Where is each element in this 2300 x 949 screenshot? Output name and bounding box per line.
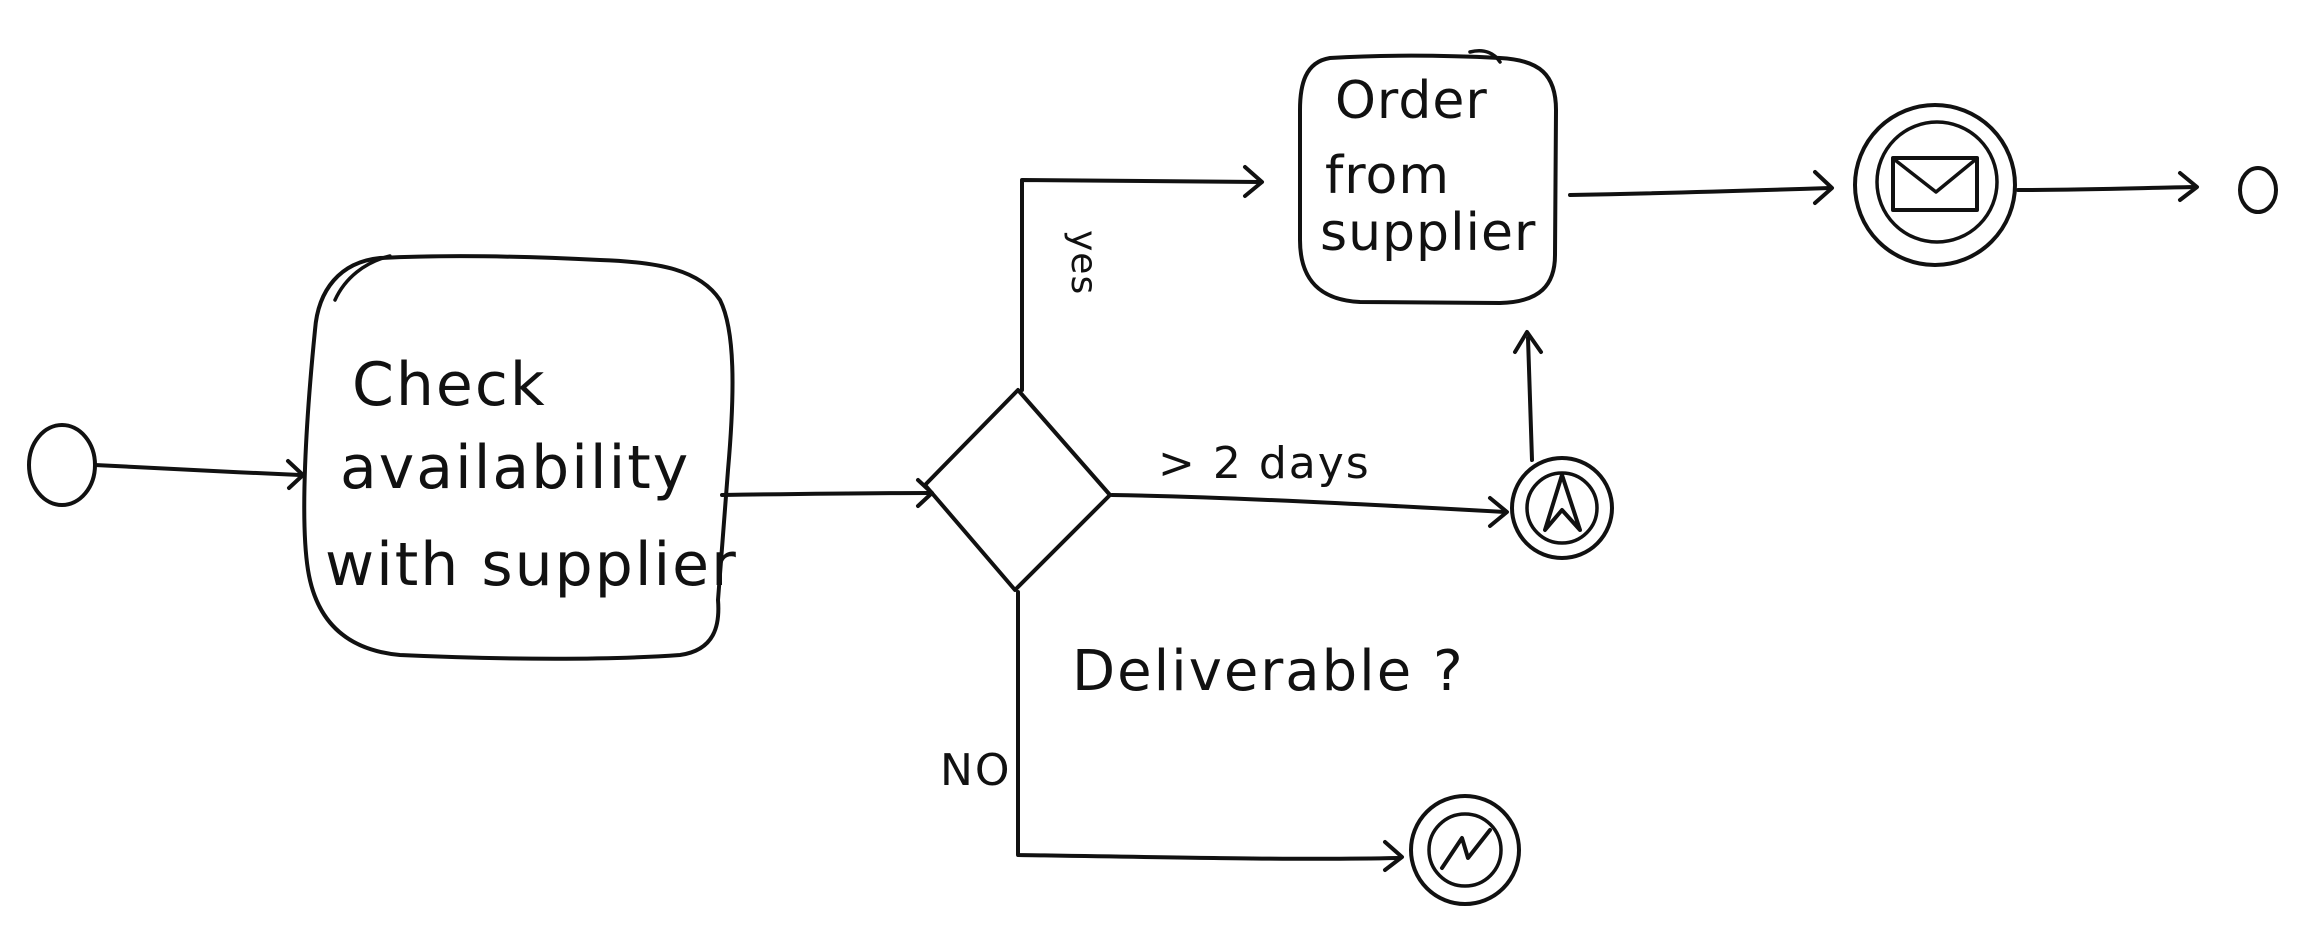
arrowhead-icon [2178,171,2199,202]
flow-order-to-message [1568,186,1832,197]
flow-no [1016,590,1402,861]
flow-yes-to-order [1020,178,1262,392]
check-task-line-1: Check [352,350,547,420]
check-icon [1440,828,1492,870]
arrowhead-icon [1383,840,1404,872]
message-event [1853,103,2017,267]
arrowhead-icon [1813,170,1834,205]
flow-escalation-to-order [1526,336,1534,462]
flow-more-than-2-days-label: > 2 days [1158,438,1371,489]
start-event [27,423,97,507]
message-event-inner [1875,120,1999,244]
task-order-from-supplier [1298,53,1558,305]
arrowhead-icon [1513,330,1543,354]
task-check-availability [302,254,735,661]
task-order-corner-mark [1468,49,1502,64]
flow-yes-label: yes [1063,230,1104,295]
flow-more-than-2-days [1110,493,1507,514]
order-task-line-2: from [1325,146,1450,206]
check-task-line-2: availability [340,433,690,503]
escalation-event [1510,456,1614,560]
escalation-icon [1543,473,1582,532]
arrowhead-icon [1243,165,1264,198]
check-task-line-3: with supplier [325,530,738,600]
end-event [2238,166,2278,214]
envelope-flap-icon [1893,158,1977,194]
gateway-deliverable [923,388,1112,592]
check-event-inner [1427,812,1503,888]
order-task-line-3: supplier [1320,203,1536,263]
flow-start-to-check [93,463,302,477]
check-event [1409,794,1521,906]
order-task-line-1: Order [1335,71,1488,131]
arrowhead-icon [1488,496,1509,528]
flow-message-to-end [2016,185,2197,192]
gateway-label: Deliverable ? [1072,639,1465,704]
task-check-availability-corner-mark [333,254,392,302]
flow-check-to-gateway [720,491,932,497]
flow-no-label: NO [940,745,1012,796]
envelope-icon [1891,156,1979,212]
